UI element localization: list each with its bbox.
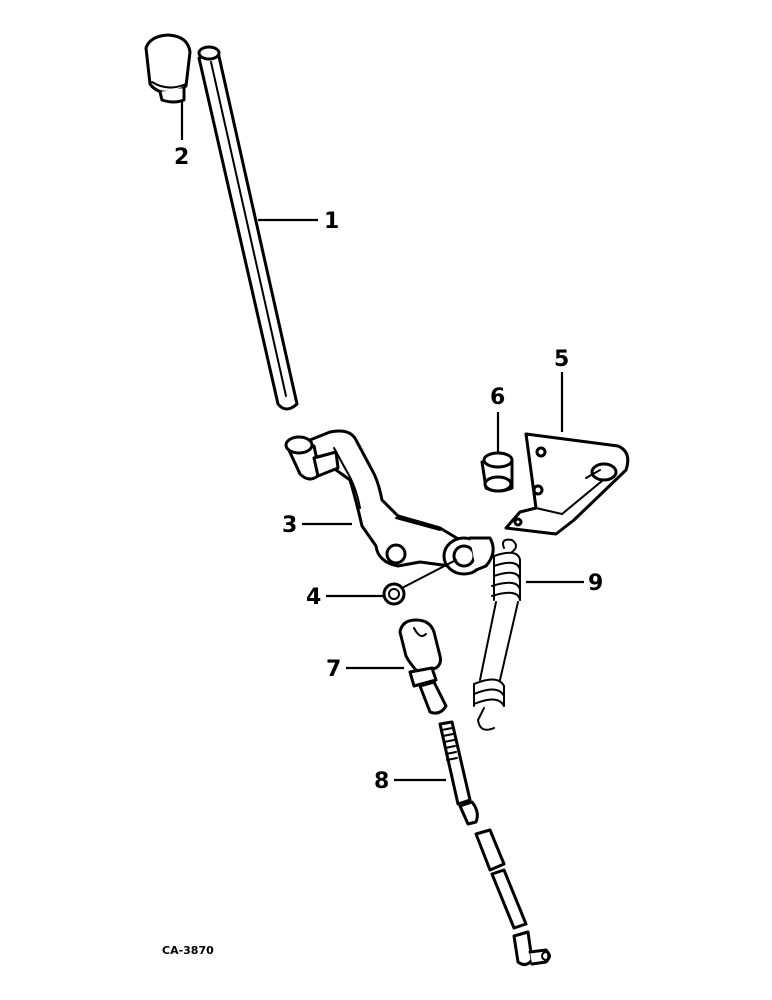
knob-part [144, 33, 192, 104]
callout-7: 7 [326, 657, 341, 682]
clip-ring-part [382, 559, 457, 606]
callout-9: 9 [588, 571, 603, 596]
bracket-part [504, 432, 630, 536]
clevis-part [398, 618, 448, 715]
shift-lever-part [284, 429, 495, 576]
shift-rod-part [197, 45, 299, 411]
callout-2: 2 [174, 145, 189, 170]
callout-3: 3 [282, 513, 297, 538]
callout-8: 8 [374, 769, 389, 794]
callout-4: 4 [306, 585, 321, 610]
callout-5: 5 [554, 347, 569, 372]
threaded-rod-part [438, 720, 551, 967]
figure-code: CA-3870 [162, 944, 214, 957]
spring-part [473, 538, 521, 731]
callout-1: 1 [324, 209, 339, 234]
bushing-part [480, 451, 514, 493]
callout-6: 6 [490, 385, 505, 410]
